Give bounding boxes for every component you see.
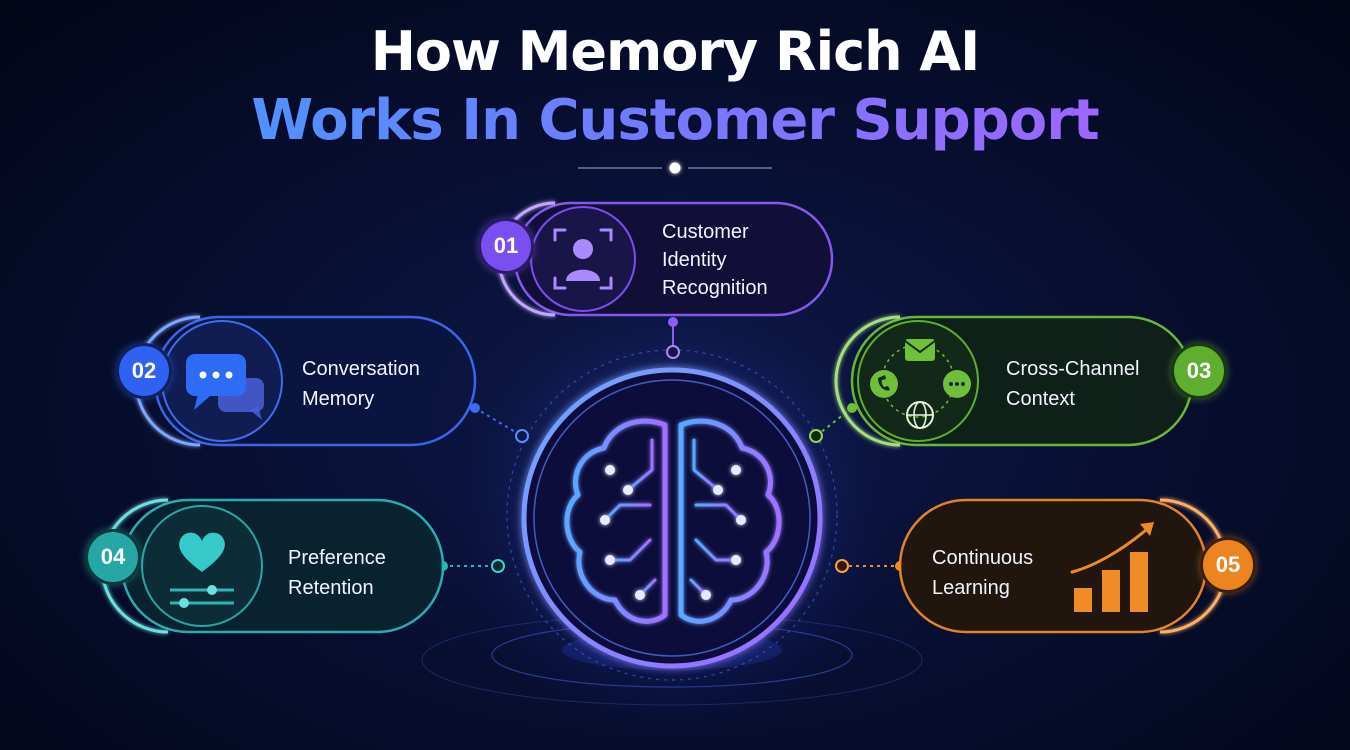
step-label-04-line-1: Preference: [288, 547, 386, 569]
step-number-04: 04: [88, 532, 138, 582]
connector-02: [470, 403, 529, 443]
step-label-01-line-3: Recognition: [662, 277, 768, 299]
step-label-05: Continuous Learning: [932, 543, 1033, 603]
heart-sliders-icon: [170, 532, 234, 608]
title-line-1: How Memory Rich AI: [370, 20, 981, 83]
step-label-03: Cross-Channel Context: [1006, 354, 1139, 414]
step-label-03-line-1: Cross-Channel: [1006, 358, 1140, 380]
step-label-01-line-1: Customer: [662, 221, 749, 243]
step-label-02: Conversation Memory: [302, 354, 420, 414]
brain-circuit-icon: [564, 418, 782, 624]
step-label-01-line-2: Identity: [662, 249, 727, 271]
chat-bubbles-icon: [186, 354, 264, 420]
connector-03: [809, 403, 857, 443]
step-label-01: Customer Identity Recognition: [662, 218, 768, 302]
step-number-05: 05: [1203, 540, 1253, 590]
connector-01: [666, 317, 680, 359]
step-card-04: [100, 498, 445, 634]
step-number-01: 01: [481, 221, 531, 271]
title-divider: [578, 162, 772, 174]
center-hub: [421, 300, 923, 740]
step-label-02-line-2: Memory: [302, 388, 375, 410]
step-label-05-line-2: Learning: [932, 577, 1010, 599]
user-scan-icon: [553, 228, 613, 290]
growth-chart-icon: [1070, 522, 1154, 612]
step-number-03: 03: [1174, 346, 1224, 396]
step-label-05-line-1: Continuous: [932, 547, 1034, 569]
step-label-03-line-2: Context: [1006, 388, 1075, 410]
omnichannel-icon: [870, 339, 971, 429]
step-number-02: 02: [119, 346, 169, 396]
title-line-2: Works In Customer Support: [0, 88, 1350, 153]
step-label-04: Preference Retention: [288, 543, 386, 603]
step-card-01: [497, 201, 834, 317]
step-card-03: [834, 315, 1194, 447]
step-label-04-line-2: Retention: [288, 577, 374, 599]
step-label-02-line-1: Conversation: [302, 358, 420, 380]
